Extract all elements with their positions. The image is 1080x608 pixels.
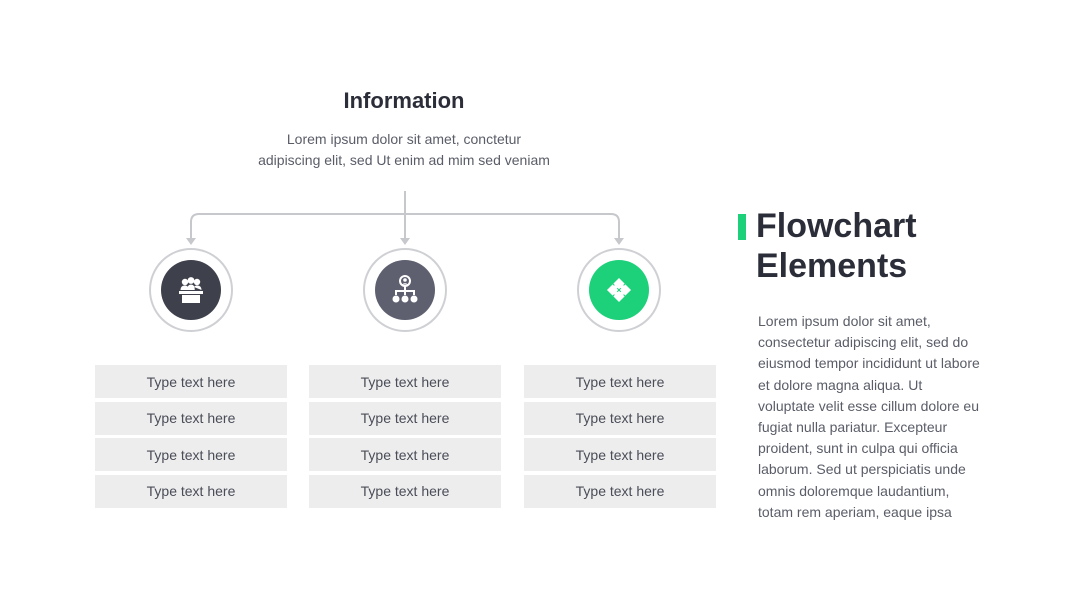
description-line-1: Lorem ipsum dolor sit amet, conctetur xyxy=(286,131,522,147)
flow-root-title: Information xyxy=(343,88,465,113)
list-item: Type text here xyxy=(524,365,716,398)
connector-bus xyxy=(190,213,620,243)
branch-node-3 xyxy=(577,248,661,332)
branch-node-1-disc xyxy=(161,260,221,320)
puzzle-icon xyxy=(606,277,632,303)
branch-list-3: Type text here Type text here Type text … xyxy=(524,365,716,511)
title-accent-bar xyxy=(738,214,746,240)
side-title-line-2: Elements xyxy=(756,247,908,285)
flow-root-description: Lorem ipsum dolor sit amet, conctetur ad… xyxy=(230,129,578,171)
list-item: Type text here xyxy=(524,438,716,471)
description-line-2: adipiscing elit, sed Ut enim ad mim sed … xyxy=(258,152,550,168)
list-item: Type text here xyxy=(309,438,501,471)
side-body-text: Lorem ipsum dolor sit amet, consectetur … xyxy=(758,313,980,520)
branch-node-2-disc xyxy=(375,260,435,320)
org-hierarchy-icon xyxy=(392,275,418,303)
list-item: Type text here xyxy=(524,401,716,435)
list-item: Type text here xyxy=(309,401,501,435)
list-item: Type text here xyxy=(95,401,287,435)
branch-node-2 xyxy=(363,248,447,332)
branch-node-3-disc xyxy=(589,260,649,320)
arrow-head-right xyxy=(614,238,624,245)
side-title-line-1: Flowchart xyxy=(756,207,917,245)
list-item: Type text here xyxy=(524,474,716,508)
branch-list-1: Type text here Type text here Type text … xyxy=(95,365,287,511)
branch-node-1 xyxy=(149,248,233,332)
arrow-head-center xyxy=(400,238,410,245)
side-title: Flowchart Elements xyxy=(756,206,1056,286)
presenter-podium-icon xyxy=(179,277,203,303)
arrow-head-left xyxy=(186,238,196,245)
list-item: Type text here xyxy=(309,365,501,398)
list-item: Type text here xyxy=(309,474,501,508)
list-item: Type text here xyxy=(95,438,287,471)
branch-list-2: Type text here Type text here Type text … xyxy=(309,365,501,511)
list-item: Type text here xyxy=(95,474,287,508)
list-item: Type text here xyxy=(95,365,287,398)
